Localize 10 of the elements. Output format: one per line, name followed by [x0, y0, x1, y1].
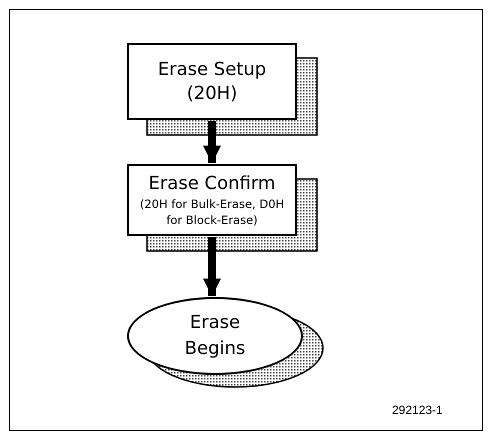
step-title: Erase Confirm	[148, 172, 276, 196]
step-title: Erase Setup	[158, 58, 266, 82]
step-title: Erase Begins	[184, 311, 246, 361]
figure-number: 292123-1	[392, 402, 443, 419]
step-detail: (20H for Bulk-Erase, D0H for Block-Erase)	[138, 196, 286, 228]
process-box	[127, 164, 297, 236]
arrow	[203, 121, 221, 164]
process-box	[127, 43, 297, 120]
step-detail: (20H)	[186, 82, 238, 106]
arrow	[203, 237, 221, 297]
